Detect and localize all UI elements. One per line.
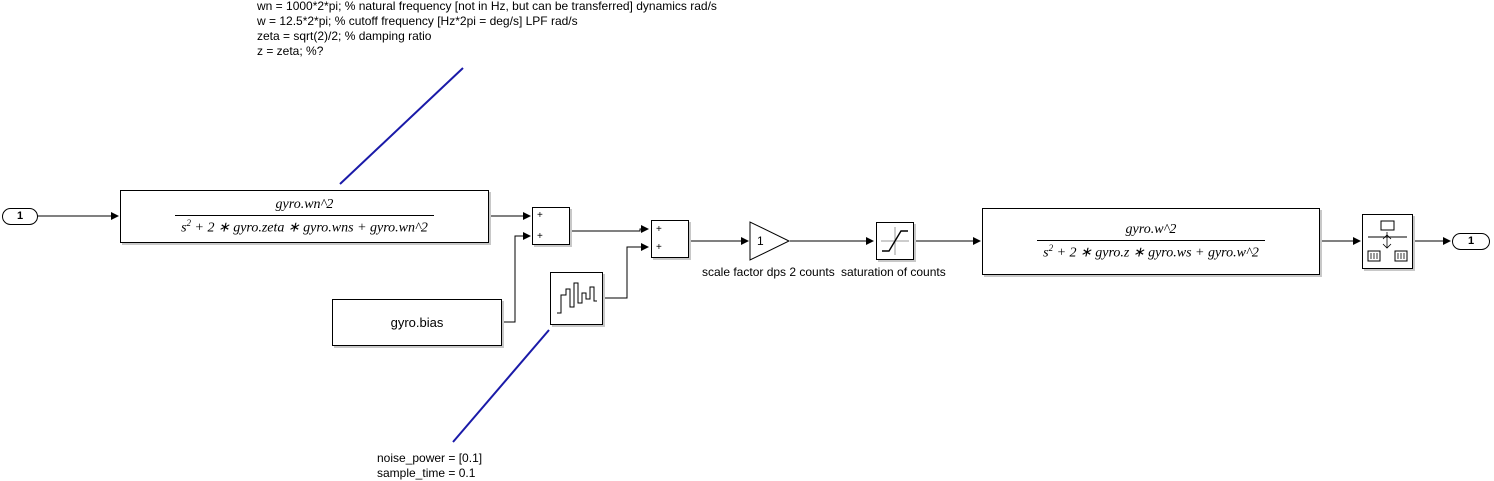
annotation-line: w = 12.5*2*pi; % cutoff frequency [Hz*2p… xyxy=(257,14,578,28)
gyro-params-annotation: wn = 1000*2*pi; % natural frequency [not… xyxy=(257,0,717,59)
noise-params-annotation: noise_power = [0.1] sample_time = 0.1 xyxy=(377,451,482,481)
annotation-line: z = zeta; %? xyxy=(257,44,324,58)
wire-noise-to-sum2 xyxy=(603,243,649,299)
gain-triangle-icon[interactable] xyxy=(749,221,791,261)
constant-bias-block[interactable]: gyro.bias xyxy=(332,299,502,346)
sum-block-1[interactable]: + + xyxy=(532,207,570,245)
outport-label: 1 xyxy=(1467,235,1475,247)
tf1-denominator: s2 + 2 ∗ gyro.zeta ∗ gyro.wns + gyro.wn^… xyxy=(175,214,434,237)
sum2-sign-top: + xyxy=(656,224,662,235)
saturation-caption: saturation of counts xyxy=(841,265,946,279)
annotation-line: zeta = sqrt(2)/2; % damping ratio xyxy=(257,29,432,43)
outport-1[interactable]: 1 xyxy=(1452,233,1490,250)
annotation-line: sample_time = 0.1 xyxy=(377,466,476,480)
sum2-sign-bottom: + xyxy=(656,242,662,253)
saturation-block[interactable] xyxy=(876,222,914,260)
band-limited-white-noise-block[interactable] xyxy=(550,272,603,325)
quantizer-block[interactable] xyxy=(1362,214,1413,269)
quantizer-icon xyxy=(1367,220,1408,262)
annotation-connector-noise xyxy=(452,329,550,443)
saturation-icon xyxy=(881,227,909,255)
wire-sum1-to-sum2 xyxy=(570,225,649,233)
sum1-sign-bottom: + xyxy=(537,231,543,242)
gain-value: 1 xyxy=(757,234,764,248)
annotation-line: wn = 1000*2*pi; % natural frequency [not… xyxy=(257,0,717,13)
tf2-denominator: s2 + 2 ∗ gyro.z ∗ gyro.ws + gyro.w^2 xyxy=(1037,239,1265,262)
gain-caption: scale factor dps 2 counts xyxy=(702,265,835,279)
transfer-function-lpf[interactable]: gyro.w^2 s2 + 2 ∗ gyro.z ∗ gyro.ws + gyr… xyxy=(982,208,1320,275)
wire-bias-to-sum1 xyxy=(502,232,531,323)
inport-label: 1 xyxy=(16,210,24,222)
annotation-connector-gyro xyxy=(339,67,464,185)
tf2-numerator: gyro.w^2 xyxy=(1125,221,1177,237)
sum-block-2[interactable]: + + xyxy=(651,220,689,258)
annotation-line: noise_power = [0.1] xyxy=(377,451,483,465)
tf1-numerator: gyro.wn^2 xyxy=(275,196,334,212)
band-limited-white-noise-icon xyxy=(557,282,597,314)
transfer-function-dynamics[interactable]: gyro.wn^2 s2 + 2 ∗ gyro.zeta ∗ gyro.wns … xyxy=(120,190,489,243)
sum1-sign-top: + xyxy=(537,210,543,221)
bias-label: gyro.bias xyxy=(390,315,444,330)
inport-1[interactable]: 1 xyxy=(2,208,38,225)
